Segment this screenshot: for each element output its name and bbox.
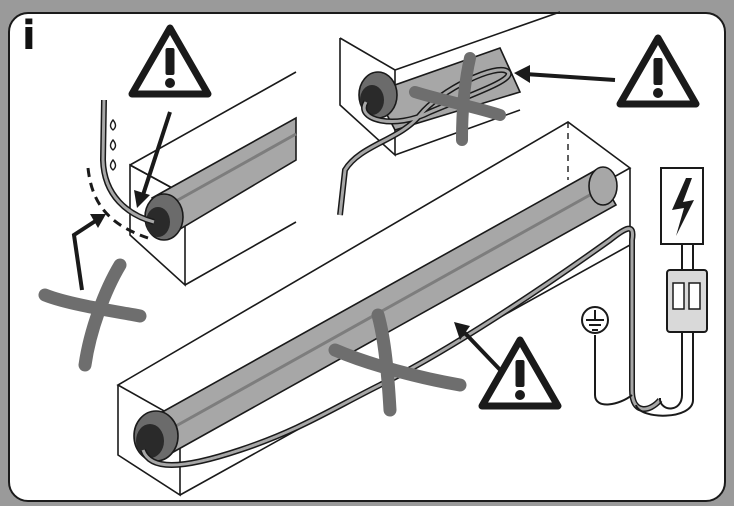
ground-symbol-icon [581,306,609,334]
prohibited-cross-icon [38,258,147,372]
prohibited-cross-icon-bottom [328,308,467,417]
electricity-warning-icon [660,167,704,245]
info-label: i [22,13,36,59]
circuit-breaker-icon [666,244,708,360]
warning-triangle-icon-top-right [620,38,696,104]
warning-triangle-icon-bottom [482,340,558,406]
tube-box-top-left [71,71,297,291]
warning-triangle-icon-top-left [132,28,208,94]
supply-wiring [594,335,694,417]
prohibited-cross-icon-top-right [409,52,506,146]
